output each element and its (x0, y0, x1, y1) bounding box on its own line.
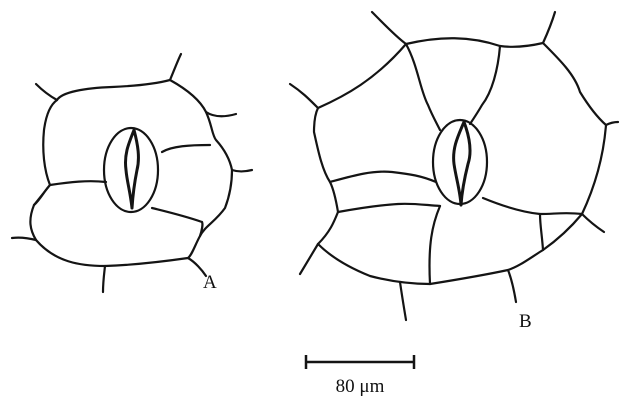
specimen-a-outer-wall (30, 80, 232, 266)
specimen-a-stomatal-pore (125, 130, 138, 208)
specimen-b-inner-wall (300, 244, 318, 274)
specimen-a-inner-wall (50, 181, 106, 185)
specimen-b-inner-wall (429, 206, 440, 284)
scale-bar-label: 80 μm (336, 376, 385, 397)
specimen-a-inner-wall (206, 112, 236, 116)
specimen-a (12, 54, 252, 292)
specimen-b-inner-wall (400, 282, 406, 320)
scale-bar: 80 μm (306, 355, 414, 397)
specimen-b-inner-wall (483, 198, 582, 214)
specimen-b (290, 12, 618, 320)
specimen-a-inner-wall (12, 238, 36, 240)
specimen-a-inner-wall (170, 54, 181, 80)
specimen-b-inner-wall (606, 122, 618, 125)
specimen-b-inner-wall (470, 46, 500, 124)
specimen-b-inner-wall (406, 44, 440, 130)
specimen-b-inner-wall (338, 204, 440, 212)
specimen-b-stomatal-pore (454, 122, 470, 205)
specimen-b-inner-wall (508, 270, 516, 302)
specimen-b-inner-wall (372, 12, 406, 44)
specimen-b-inner-wall (540, 214, 543, 250)
specimen-b-outer-wall (314, 38, 606, 284)
specimen-b-inner-wall (543, 12, 555, 43)
specimen-a-inner-wall (162, 145, 210, 152)
specimen-a-inner-wall (152, 208, 202, 222)
specimen-a-inner-wall (36, 84, 57, 100)
specimen-a-inner-wall (103, 266, 105, 292)
specimen-b-label: B (519, 311, 532, 332)
specimen-b-inner-wall (290, 84, 318, 108)
specimen-a-label: A (203, 272, 217, 293)
specimen-a-inner-wall (232, 170, 252, 172)
specimen-b-inner-wall (582, 214, 604, 232)
specimen-a-inner-wall (34, 185, 50, 205)
specimen-b-inner-wall (330, 172, 436, 182)
